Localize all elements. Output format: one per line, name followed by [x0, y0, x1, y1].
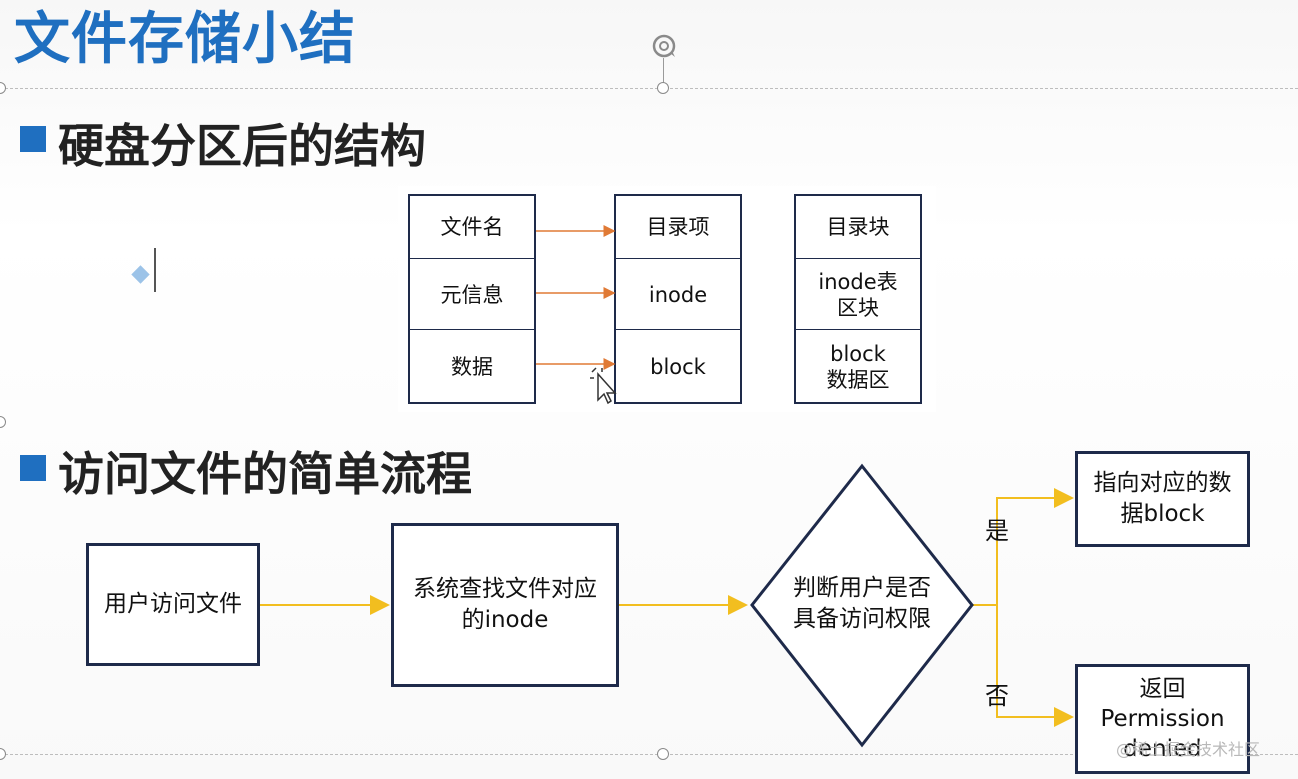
selection-top-border	[0, 88, 1298, 89]
rotate-handle-icon[interactable]	[648, 30, 680, 62]
directory-entry-table: 目录项 inode block	[614, 194, 742, 404]
section1-bullet	[20, 126, 46, 152]
bottom-handle[interactable]	[657, 748, 669, 760]
table-cell: block	[616, 329, 740, 403]
partition-block-table: 目录块 inode表 区块 block 数据区	[794, 194, 922, 404]
watermark: @稀土掘金技术社区	[1116, 740, 1261, 759]
slide-title: 文件存储小结	[14, 7, 356, 72]
table-cell: 目录块	[826, 215, 890, 239]
section1-heading: 硬盘分区后的结构	[58, 119, 426, 173]
table-cell: 元信息	[410, 258, 534, 330]
table-cell: inode表 区块	[796, 258, 920, 330]
decision-diamond	[750, 463, 974, 748]
selection-stem	[663, 58, 664, 88]
flow-result-denied: 返回 Permission denied	[1075, 664, 1250, 774]
selection-bottom-border	[0, 754, 1298, 755]
flow-result-block: 指向对应的数 据block	[1075, 451, 1250, 547]
text-caret	[154, 248, 156, 292]
table-cell: 目录项	[646, 215, 710, 239]
table-arrows	[536, 225, 616, 370]
mouse-pointer-icon	[590, 367, 617, 405]
top-handle[interactable]	[657, 82, 669, 94]
no-label: 否	[985, 682, 1009, 710]
arrow-no-branch	[996, 605, 1074, 727]
section2-heading: 访问文件的简单流程	[58, 447, 472, 501]
yes-label: 是	[985, 517, 1009, 545]
table-cell: inode	[616, 258, 740, 330]
table-cell: 数据	[410, 329, 534, 403]
section2-bullet	[20, 455, 46, 481]
flow-decision-text: 判断用户是否 具备访问权限	[793, 575, 931, 632]
table-cell: 文件名	[440, 215, 504, 239]
file-structure-table: 文件名 元信息 数据	[408, 194, 536, 404]
flow-step-user-access: 用户访问文件	[86, 543, 260, 666]
flow-step-find-inode: 系统查找文件对应 的inode	[391, 523, 619, 687]
table-cell: block 数据区	[796, 329, 920, 403]
arrow-yes-branch	[996, 488, 1074, 605]
